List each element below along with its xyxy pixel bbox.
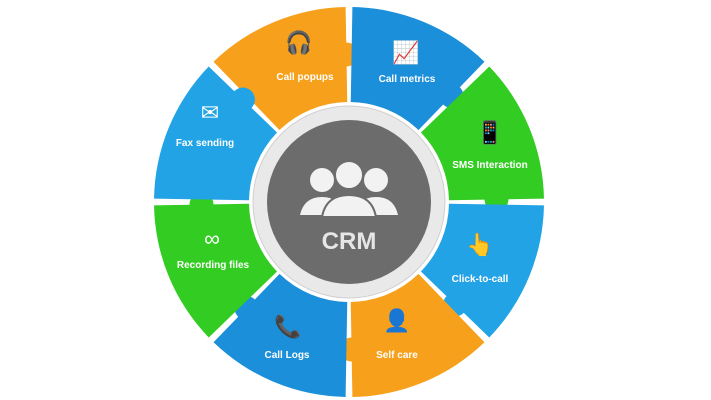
segment-label-recording-files: Recording files [176,260,250,271]
segment-fax-sending [154,66,278,201]
segment-label-sms-interaction: SMS Interaction [452,160,528,171]
segment-call-metrics [350,7,485,131]
segment-sms-interaction [420,66,544,201]
segment-label-self-care: Self care [376,350,418,361]
envelope-upload-icon: ✉ [200,100,220,125]
segment-self-care [350,273,485,397]
segment-call-logs [213,273,348,397]
segment-label-call-popups: Call popups [276,72,334,83]
people-group-icon [300,160,398,218]
segment-call-popups [213,7,348,131]
phone-transfer-icon: 📞 [274,314,302,339]
segment-click-to-call [420,203,544,338]
growth-chart-icon: 📈 [392,40,420,65]
segment-recording-files [154,203,278,338]
segment-label-click-to-call: Click-to-call [451,274,509,285]
puzzle-tab [230,87,255,112]
segment-label-call-metrics: Call metrics [378,74,436,85]
tap-hand-icon: 👆 [466,232,494,257]
segment-label-call-logs: Call Logs [264,350,310,361]
voicemail-icon: ∞ [204,226,220,251]
smartphone-sms-icon: 📱 [476,120,504,145]
user-icon: 👤 [383,308,411,333]
center-title: CRM [321,228,377,255]
headset-chat-icon: 🎧 [285,30,313,55]
segment-label-fax-sending: Fax sending [175,138,235,149]
